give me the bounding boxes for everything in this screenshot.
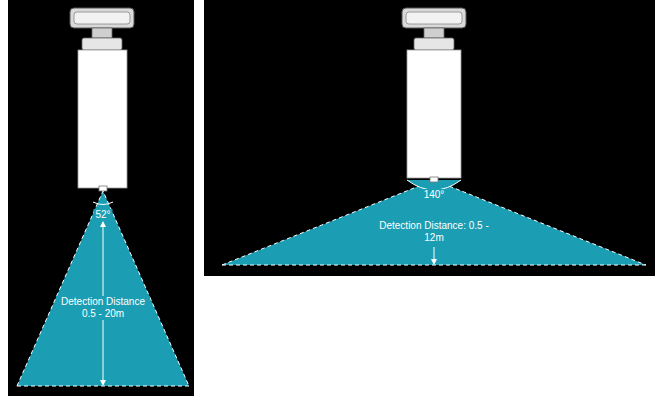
angle-label: 52° <box>93 209 112 221</box>
angle-arc <box>93 202 113 205</box>
distance-label: Detection Distance: 0.5 - 12m <box>377 220 491 244</box>
panel-ground <box>204 0 655 276</box>
distance-label: Detection Distance 0.5 - 20m <box>56 296 150 320</box>
sensor-body <box>78 50 127 188</box>
panel-ground <box>8 0 194 396</box>
detection-cone <box>17 191 189 386</box>
sensor-head <box>70 8 134 50</box>
sensor-body <box>407 50 461 178</box>
sensor-head <box>402 8 466 50</box>
angle-label: 140° <box>422 189 447 201</box>
distance-arrow <box>434 247 435 262</box>
detection-cone <box>222 180 646 265</box>
sensor-lens <box>430 177 438 182</box>
